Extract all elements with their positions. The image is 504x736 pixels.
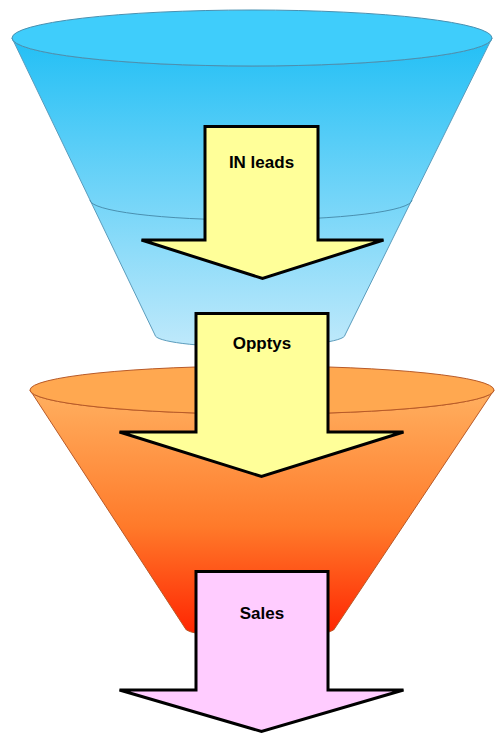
arrow-path	[120, 572, 404, 732]
arrow-label: IN leads	[205, 153, 318, 173]
arrow-label: Sales	[196, 604, 328, 624]
arrow-shape: IN leads	[140, 125, 385, 280]
funnel-rim	[12, 10, 492, 66]
arrow-path	[142, 127, 384, 279]
funnel-body	[12, 38, 492, 347]
arrow-outline	[140, 125, 385, 280]
arrow-label: Opptys	[196, 334, 328, 354]
arrow-outline	[118, 570, 405, 733]
arrow-path	[120, 314, 404, 477]
arrow-shape: Sales	[118, 570, 405, 733]
arrow-shape: Opptys	[118, 312, 405, 478]
